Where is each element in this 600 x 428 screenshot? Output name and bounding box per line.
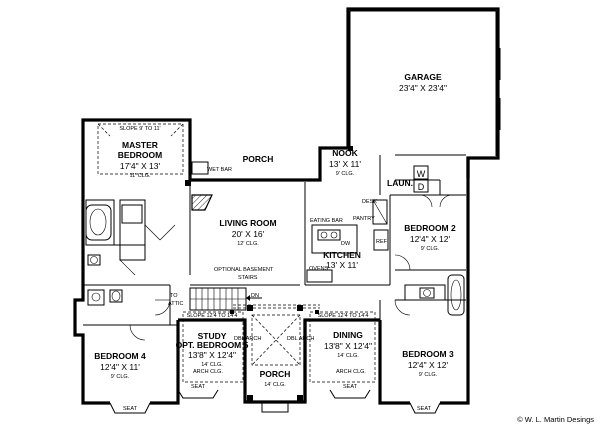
wet-bar-label: WET BAR <box>207 167 232 173</box>
bedroom3-name: BEDROOM 3 <box>402 349 454 359</box>
master-bath-fixtures <box>85 199 176 306</box>
exterior-walls <box>73 7 501 405</box>
kitchen-pantry: PANTRY <box>353 216 375 222</box>
bedroom2-dims: 12'4" X 12' <box>410 234 451 244</box>
study-dims: 13'8" X 12'4" <box>188 350 236 360</box>
bedroom2-clg: 9' CLG. <box>421 246 440 252</box>
credit: © W. L. Martin Desings <box>517 415 594 424</box>
study-clg: 14' CLG. <box>201 362 223 368</box>
bedroom4-name: BEDROOM 4 <box>94 351 146 361</box>
kitchen-ref: REF <box>376 239 388 245</box>
bedroom2-name: BEDROOM 2 <box>404 223 456 233</box>
bedroom3-seat: SEAT <box>417 406 432 412</box>
stairs-label: STAIRS <box>238 275 258 281</box>
study-seat: SEAT <box>191 384 206 390</box>
dining-slope: SLOPE 12'4 TO 14'4 <box>318 313 369 319</box>
porch-top-name: PORCH <box>243 154 274 164</box>
nook-clg: 9' CLG. <box>336 171 355 177</box>
dryer-label: D <box>418 182 425 192</box>
bedroom3-dims: 12'4" X 12' <box>408 360 449 370</box>
dining-name: DINING <box>333 330 363 340</box>
dining-seat: SEAT <box>343 384 358 390</box>
room-labels: GARAGE 23'4" X 23'4" SLOPE 9' TO 11' MAS… <box>94 72 594 424</box>
basement-label: OPTIONAL BASEMENT <box>214 267 274 273</box>
kitchen-ovens: OVENS <box>309 266 329 272</box>
dn-label: DN <box>251 293 259 299</box>
kitchen-eating-bar: EATING BAR <box>310 218 343 224</box>
stairs <box>189 287 262 311</box>
living-dims: 20' X 16' <box>232 229 265 239</box>
kitchen-dims: 13' X 11' <box>326 260 358 270</box>
washer-label: W <box>417 169 426 179</box>
ceiling-lines <box>97 123 376 383</box>
master-name1: MASTER <box>122 140 158 150</box>
kitchen-dw: DW <box>341 241 351 247</box>
bedroom3-bath-fixtures <box>419 274 465 316</box>
laundry-name: LAUN. <box>387 178 413 188</box>
porch-front-clg: 14' CLG. <box>264 382 286 388</box>
dining-dims: 13'8" X 12'4" <box>324 341 372 351</box>
master-clg: 11' CLG. <box>129 173 151 179</box>
nook-dims: 13' X 11' <box>329 159 361 169</box>
study-slope: SLOPE 12'4 TO 14'4 <box>187 313 238 319</box>
master-slope: SLOPE 9' TO 11' <box>119 126 160 132</box>
dbl-arch-left: DBL ARCH <box>234 336 261 342</box>
porch-front-name: PORCH <box>260 369 291 379</box>
kitchen-name: KITCHEN <box>323 250 361 260</box>
bedroom4-dims: 12'4" X 11' <box>100 362 140 372</box>
study-name1: STUDY <box>198 331 227 341</box>
dbl-arch-right: DBL ARCH <box>287 336 314 342</box>
dining-arch: ARCH CLG. <box>336 369 366 375</box>
living-name: LIVING ROOM <box>219 218 276 228</box>
dining-clg: 14' CLG. <box>337 353 359 359</box>
window-seats <box>109 389 441 414</box>
study-arch: ARCH CLG. <box>193 369 223 375</box>
attic-label: ATTIC <box>168 301 184 307</box>
doors <box>129 194 453 341</box>
kitchen-fixtures <box>306 199 389 283</box>
master-dims: 17'4" X 13' <box>120 161 161 171</box>
bedroom4-clg: 9' CLG. <box>111 374 130 380</box>
garage-name: GARAGE <box>404 72 442 82</box>
fireplace <box>191 161 213 211</box>
master-name2: BEDROOM <box>118 150 162 160</box>
to-label: TO <box>170 293 178 299</box>
bedroom3-clg: 9' CLG. <box>419 372 438 378</box>
bedroom4-seat: SEAT <box>123 406 138 412</box>
garage-dims: 23'4" X 23'4" <box>399 83 447 93</box>
nook-name: NOOK <box>332 148 358 158</box>
living-clg: 12' CLG. <box>237 241 259 247</box>
study-name2: OPT. BEDROOM 5 <box>176 340 249 350</box>
kitchen-desk: DESK <box>362 199 377 205</box>
